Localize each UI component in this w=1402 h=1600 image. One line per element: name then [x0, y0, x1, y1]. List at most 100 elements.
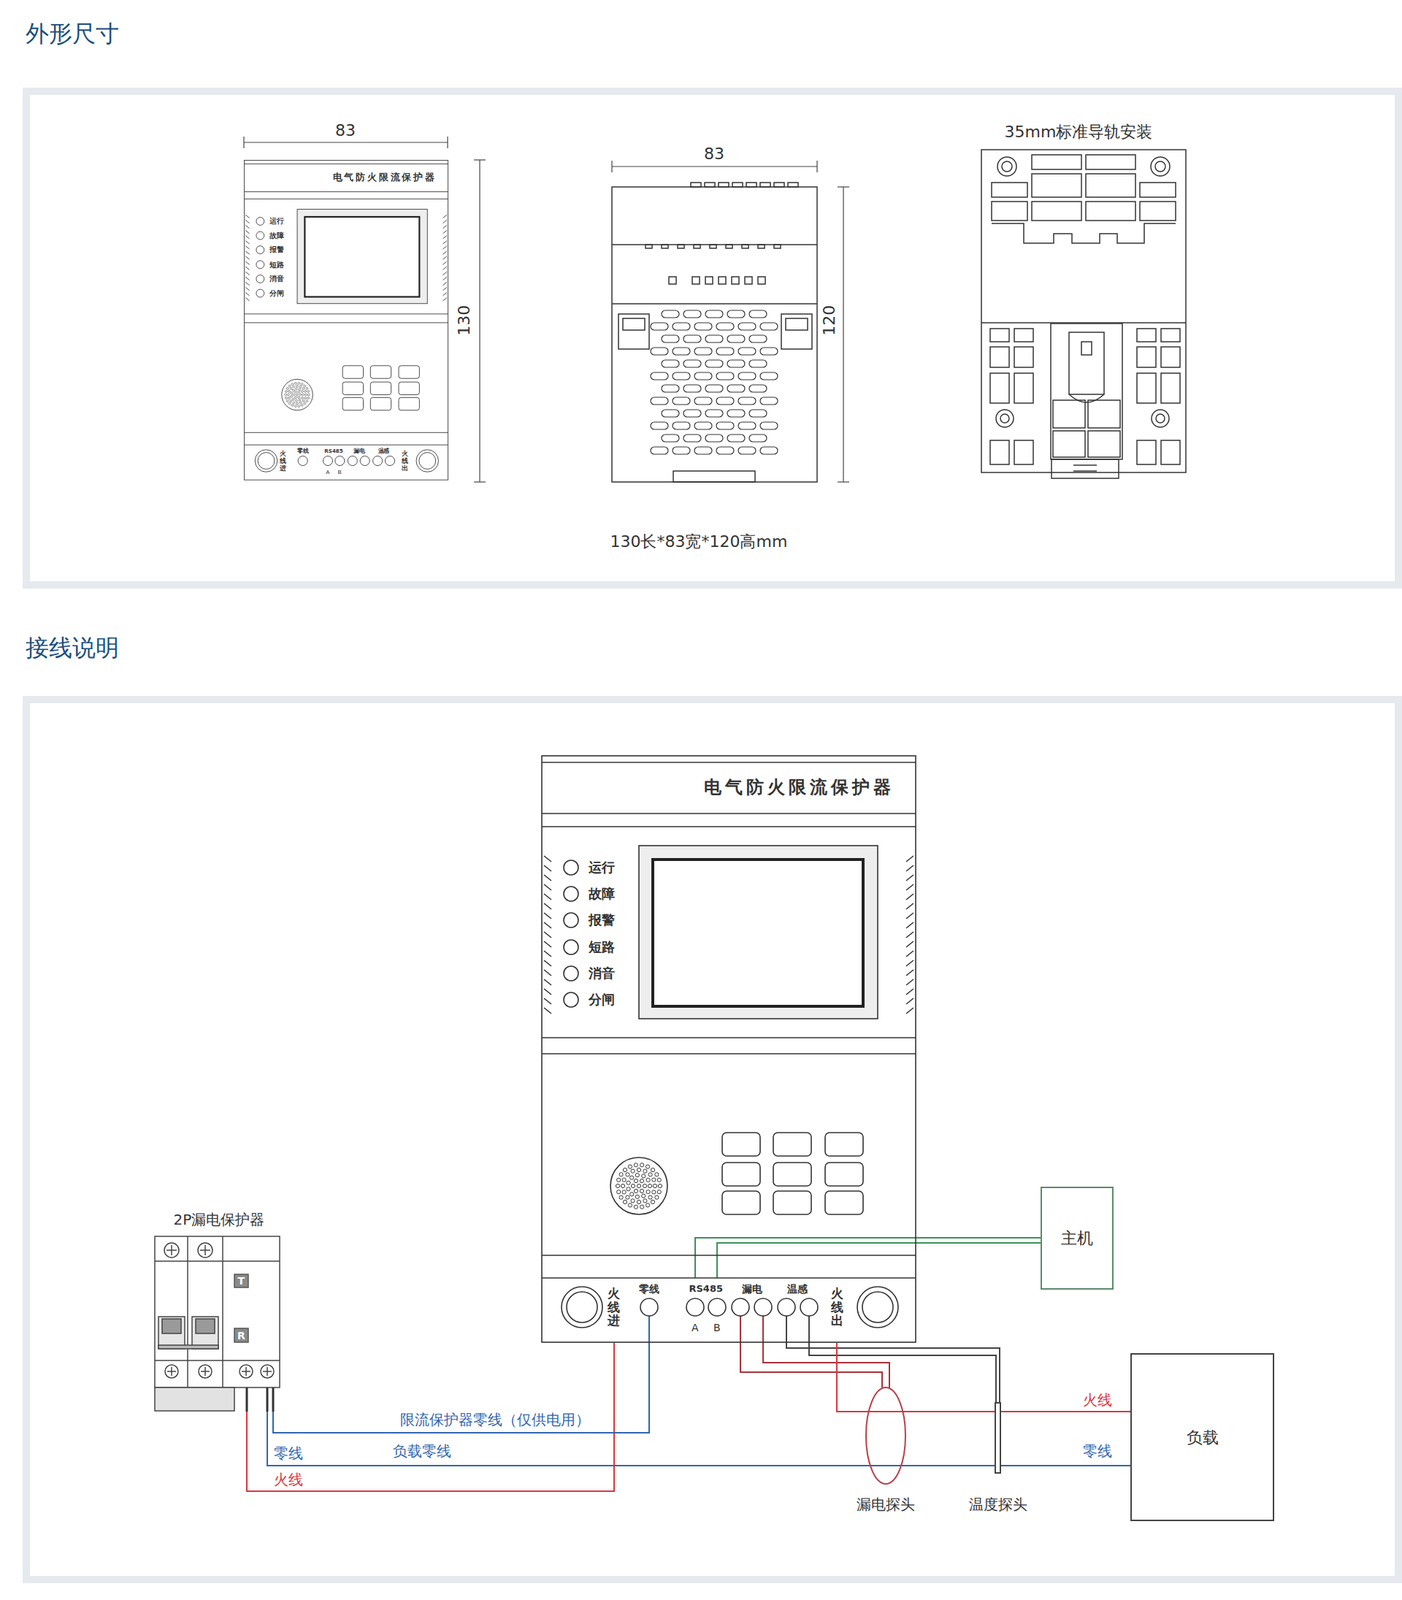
- notch: [661, 244, 669, 249]
- vent-hole: [661, 335, 680, 343]
- vent-hole: [760, 322, 778, 331]
- label: T: [238, 1274, 246, 1287]
- label: B: [338, 468, 342, 476]
- vent-hole: [661, 434, 680, 442]
- vent-hole: [760, 347, 778, 355]
- vent-hole: [694, 347, 712, 355]
- dimension-lines: [243, 136, 850, 482]
- vent-hole: [672, 322, 691, 331]
- host-box: 主机: [1040, 1186, 1114, 1290]
- vent-hole: [716, 446, 734, 455]
- top-bump: [760, 182, 771, 187]
- side-view: [611, 182, 818, 482]
- vent-hole: [716, 322, 734, 331]
- wire: [916, 1237, 1041, 1243]
- notch: [645, 244, 653, 249]
- vent-hole: [683, 409, 701, 417]
- wire: [246, 1342, 615, 1492]
- label: 120: [820, 304, 839, 336]
- vent-hole: [683, 359, 701, 368]
- label: 外形尺寸: [25, 20, 120, 48]
- rail-view: [981, 149, 1186, 479]
- wire-label: 火线: [272, 1471, 305, 1488]
- label: RS485: [324, 447, 343, 454]
- notch: [693, 244, 701, 249]
- vent-hole: [716, 372, 734, 380]
- label: 接线说明: [25, 634, 120, 662]
- top-bump: [718, 182, 729, 187]
- label: 运行: [269, 216, 285, 225]
- label: A: [325, 468, 330, 476]
- vent-hole: [749, 434, 767, 442]
- label: 短路: [269, 260, 285, 269]
- vent-hole: [672, 372, 691, 380]
- vent-hole: [661, 310, 680, 318]
- indicator-square: [692, 276, 700, 285]
- label: 故障: [588, 886, 615, 902]
- device-front-panel: 电气防火限流保护器运行故障报警短路消音分闸火线进零线RS485AB漏电温感火线出: [541, 755, 917, 1343]
- label: 温感: [787, 1282, 808, 1295]
- vent-hole: [760, 397, 778, 405]
- box-text: 主机: [1060, 1228, 1094, 1248]
- label: 漏电: [353, 447, 365, 455]
- label: 130长*83宽*120高mm: [610, 532, 788, 551]
- label: R: [237, 1329, 246, 1342]
- vent-hole: [760, 372, 778, 380]
- vent-hole: [650, 446, 669, 455]
- vent-hole: [716, 397, 734, 405]
- label: 火线出: [830, 1286, 844, 1328]
- vent-hole: [716, 422, 734, 430]
- vent-hole: [749, 384, 767, 393]
- wire-label: 火线: [1081, 1391, 1114, 1408]
- vent-hole: [650, 422, 669, 430]
- load-box: 负载: [1130, 1353, 1275, 1522]
- vent-hole: [727, 310, 745, 318]
- label: 火线进: [279, 449, 287, 473]
- top-bump: [704, 182, 715, 187]
- notch: [709, 244, 717, 249]
- vent-hole: [672, 422, 691, 430]
- breaker: 2P漏电保护器TR: [154, 1235, 281, 1412]
- label: 报警: [588, 912, 615, 929]
- vent-hole: [705, 384, 723, 393]
- label: 温感: [378, 447, 390, 455]
- vent-hole: [650, 322, 669, 331]
- top-bump: [690, 182, 701, 187]
- notch: [757, 244, 765, 249]
- label: 零线: [638, 1282, 660, 1295]
- vent-hole: [661, 359, 680, 368]
- notch: [725, 244, 733, 249]
- label: 报警: [269, 245, 285, 254]
- label: 消音: [269, 274, 285, 283]
- wire: [740, 1342, 890, 1388]
- label: 运行: [588, 860, 615, 876]
- vent-hole: [738, 347, 756, 355]
- label: 火线出: [401, 449, 409, 473]
- wire: [786, 1342, 1000, 1402]
- probe-ring: [865, 1386, 907, 1485]
- vent-hole: [650, 347, 669, 355]
- vent-hole: [749, 310, 767, 318]
- vent-hole: [738, 372, 756, 380]
- vent-hole: [694, 446, 712, 455]
- label: A: [691, 1321, 699, 1334]
- label: 35mm标准导轨安装: [1004, 122, 1153, 141]
- vent-hole: [694, 372, 712, 380]
- notch: [774, 244, 781, 249]
- vent-hole: [738, 322, 756, 331]
- vent-hole: [760, 422, 778, 430]
- label: 零线: [1081, 1442, 1114, 1459]
- label: 分闸: [588, 992, 615, 1008]
- vent-hole: [749, 359, 767, 368]
- label: 分闸: [269, 289, 285, 298]
- vent-hole: [661, 384, 680, 393]
- label: 短路: [588, 939, 615, 956]
- label: 漏电: [741, 1282, 763, 1295]
- vent-hole: [738, 422, 756, 430]
- vent-hole: [683, 310, 701, 318]
- indicator-square: [757, 276, 766, 285]
- vent-hole: [727, 409, 745, 417]
- vent-hole: [683, 335, 701, 343]
- label: 零线: [297, 447, 309, 455]
